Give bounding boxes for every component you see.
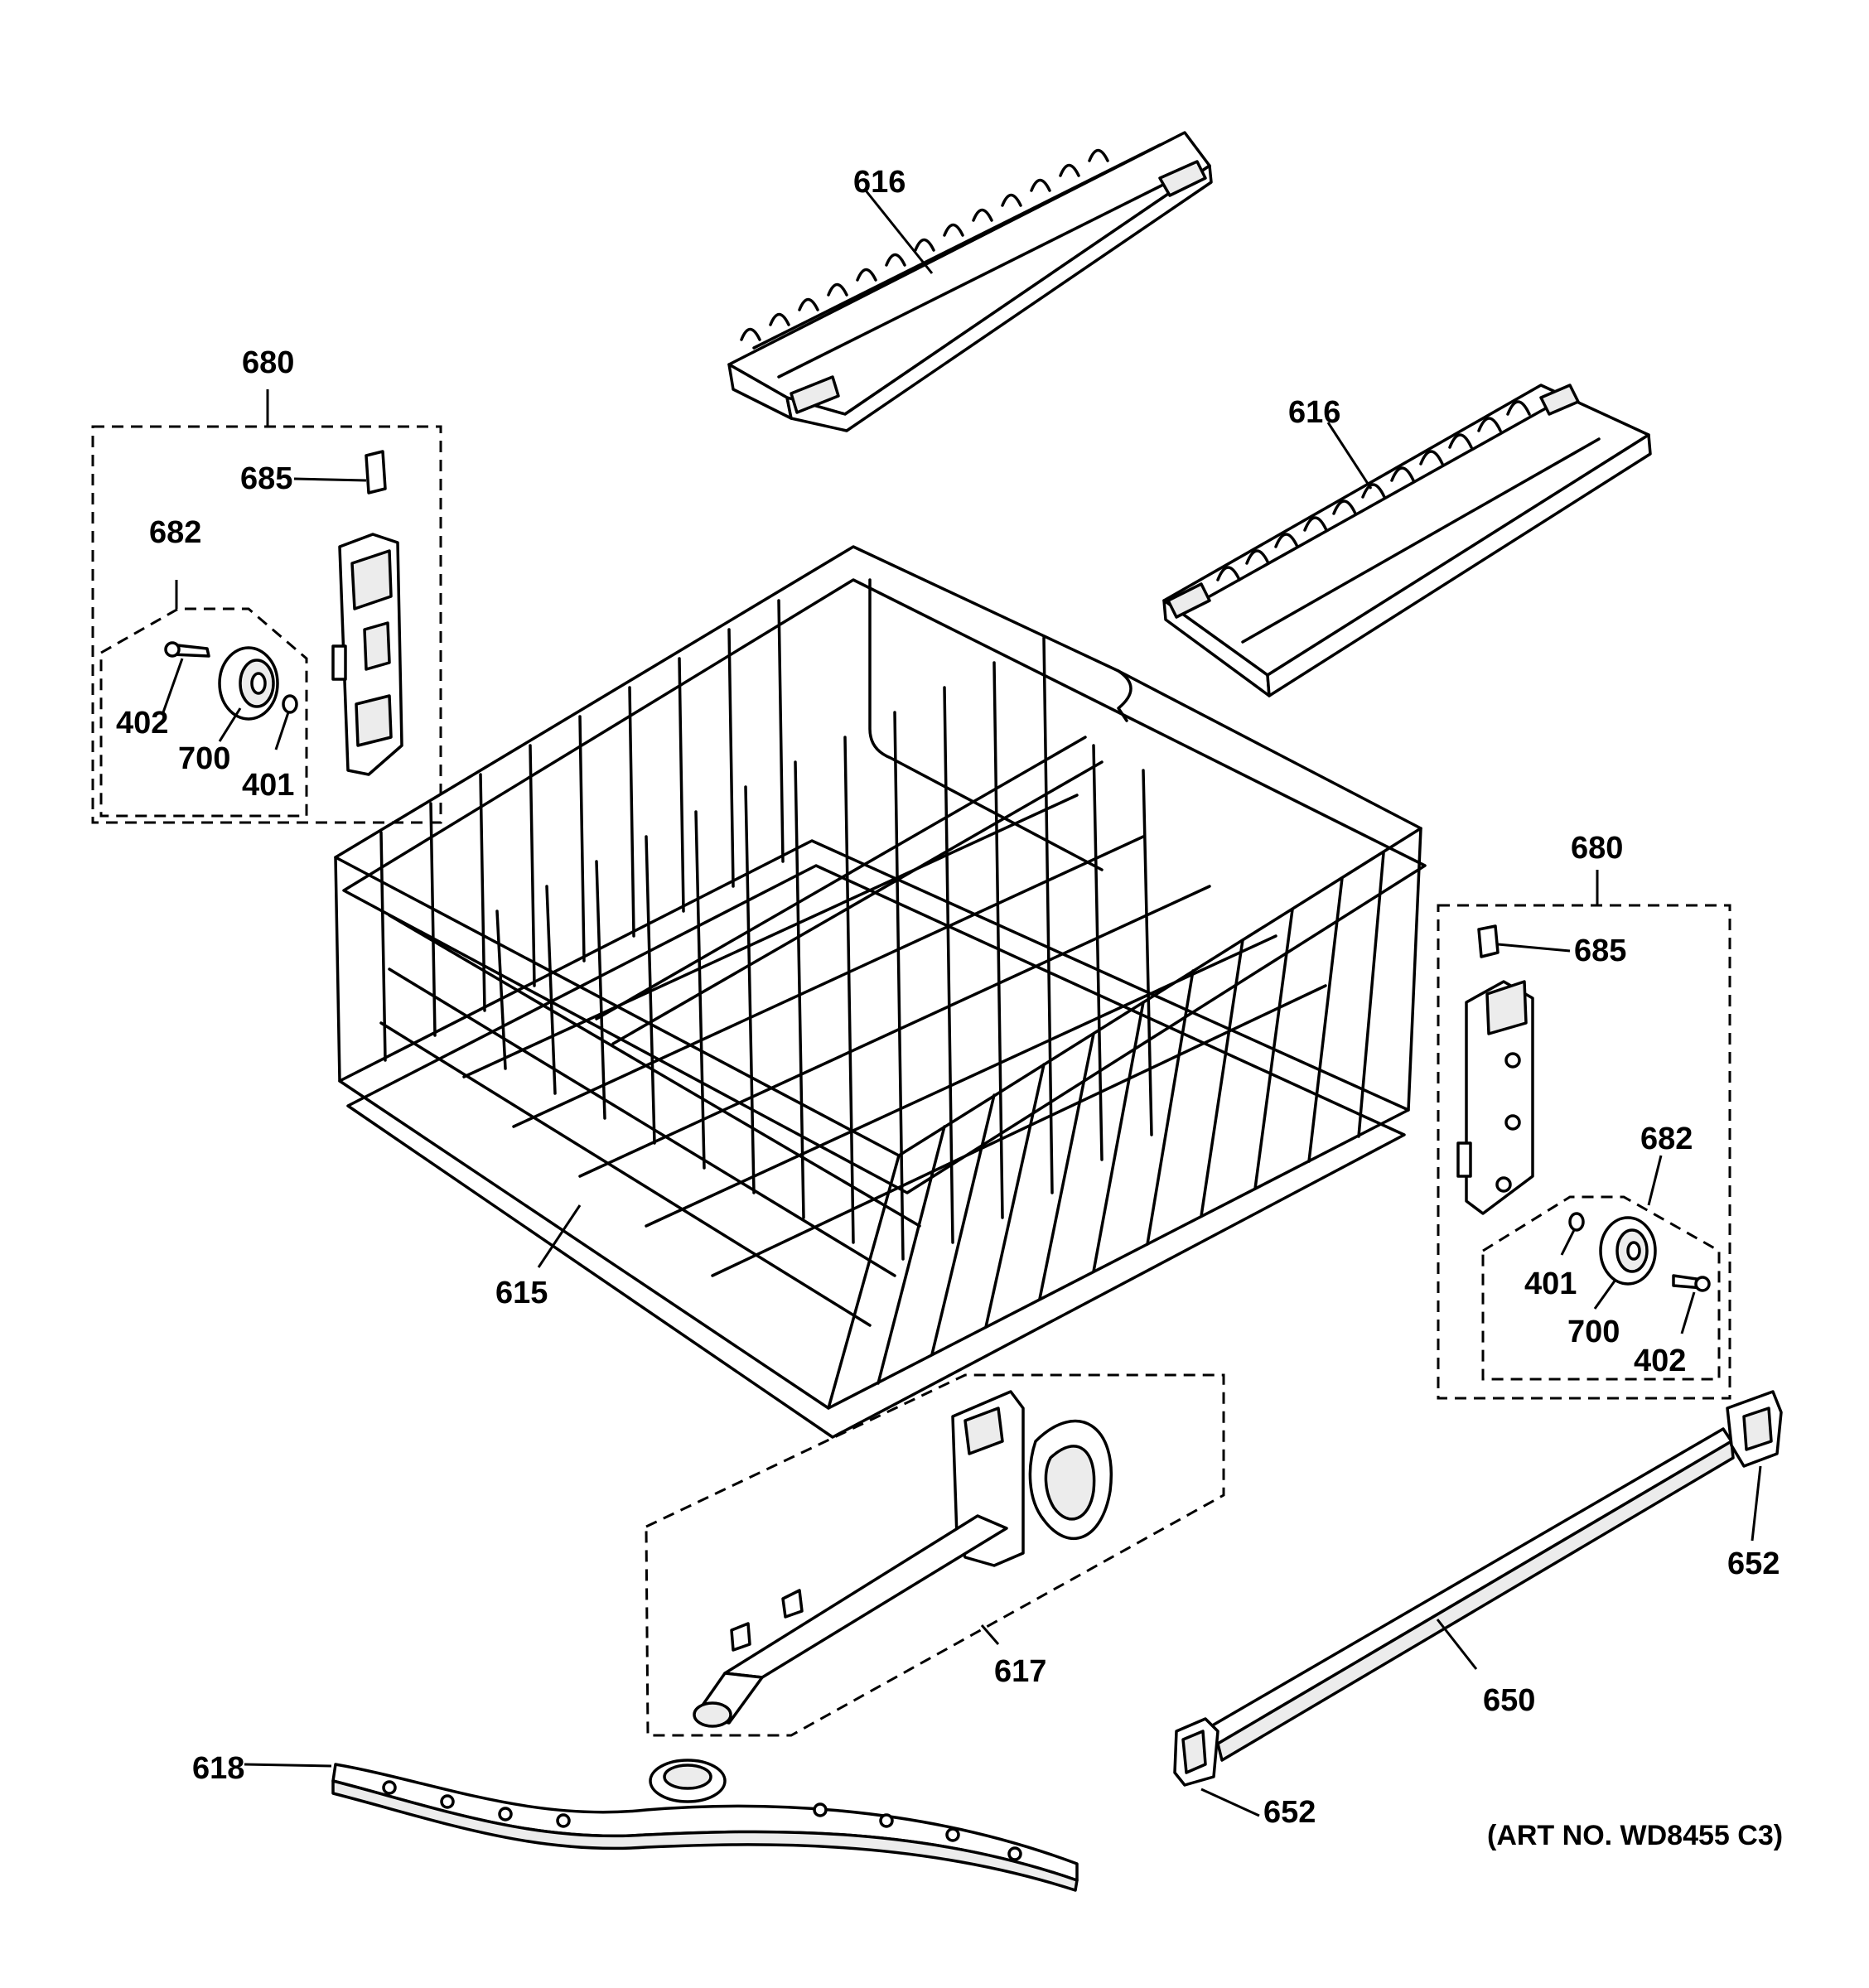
spray-manifold-box [645, 1373, 1225, 1737]
callout-680-right: 680 [1571, 831, 1623, 866]
callout-616-top: 616 [853, 165, 906, 200]
callout-402-right: 402 [1634, 1344, 1686, 1378]
spray-manifold [693, 1390, 1113, 1728]
axle-left [164, 641, 210, 658]
callout-700-left: 700 [178, 741, 230, 776]
rack-rail [1208, 1427, 1735, 1762]
callout-401-right: 401 [1524, 1267, 1577, 1301]
washer-left [282, 694, 298, 714]
callout-617: 617 [994, 1654, 1046, 1689]
washer-right [1568, 1212, 1585, 1232]
callout-652-bottom: 652 [1263, 1795, 1316, 1830]
wheel-kit-box-left [99, 607, 308, 818]
rail-end-cap-bottom [1173, 1717, 1219, 1787]
wheel-left [218, 646, 279, 721]
callout-680-left: 680 [242, 345, 294, 380]
callout-685-left: 685 [240, 461, 292, 496]
callout-616-right: 616 [1288, 395, 1340, 430]
callout-682-right: 682 [1640, 1122, 1693, 1156]
callout-700-right: 700 [1567, 1315, 1620, 1349]
wheel-right [1599, 1216, 1657, 1286]
lower-spray-arm [331, 1759, 1079, 1892]
rail-end-cap-top [1726, 1390, 1783, 1468]
callout-401-left: 401 [242, 768, 294, 803]
axle-right [1672, 1274, 1711, 1292]
callout-618: 618 [192, 1751, 244, 1786]
callout-650: 650 [1483, 1683, 1535, 1718]
upper-dish-rack [334, 545, 1427, 1439]
callout-615: 615 [495, 1276, 548, 1310]
adjuster-clip-left [365, 450, 387, 495]
adjuster-group-box-right [1437, 904, 1731, 1400]
adjuster-clip-right [1477, 924, 1500, 958]
rack-adjuster-left [331, 533, 403, 776]
callout-682-left: 682 [149, 515, 201, 550]
cup-shelf-tray-upper [727, 131, 1213, 432]
wheel-kit-box-right [1481, 1195, 1721, 1381]
callout-652-top: 652 [1727, 1546, 1780, 1581]
callout-402-left: 402 [116, 706, 168, 741]
callout-685-right: 685 [1574, 934, 1626, 968]
art-number: (ART NO. WD8455 C3) [1487, 1820, 1783, 1851]
cup-shelf-tray-right [1162, 384, 1652, 697]
rack-adjuster-right [1456, 980, 1534, 1215]
